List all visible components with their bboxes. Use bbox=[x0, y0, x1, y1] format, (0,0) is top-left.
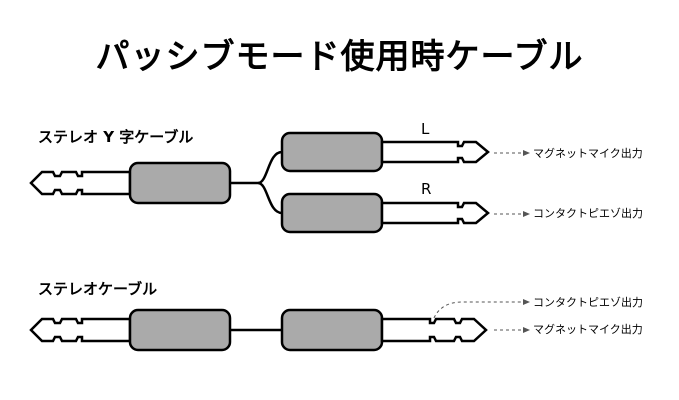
page-title: パッシブモード使用時ケーブル bbox=[95, 37, 584, 77]
channel-right-label: R bbox=[421, 180, 432, 198]
stereo-cable-right-plug-body bbox=[280, 308, 384, 352]
stereo-cable-output-arrows bbox=[433, 301, 524, 331]
y-cable-arrowheads bbox=[523, 150, 530, 217]
y-cable-stereo-plug-body bbox=[128, 161, 232, 205]
stereo-cable-left-plug-body bbox=[128, 308, 232, 352]
mono-plug-left-body bbox=[280, 131, 384, 173]
y-cable-label: ステレオ Y 字ケーブル bbox=[38, 128, 194, 146]
mono-plug-right-body bbox=[280, 192, 384, 234]
stereo-cable-output-tip: マグネットマイク出力 bbox=[533, 323, 643, 336]
y-cable-output-arrows bbox=[494, 152, 524, 215]
y-cable-output-left: マグネットマイク出力 bbox=[533, 147, 643, 160]
y-cable-stereo-plug bbox=[29, 161, 232, 205]
channel-left-label: L bbox=[421, 120, 430, 138]
stereo-cable-arrowheads bbox=[523, 299, 530, 333]
stereo-cable-label: ステレオケーブル bbox=[38, 280, 158, 298]
stereo-cable-left-plug bbox=[29, 308, 232, 352]
y-cable-mono-plug-right bbox=[280, 192, 490, 234]
y-cable-wires bbox=[230, 150, 283, 215]
y-cable-mono-plug-left bbox=[280, 131, 490, 173]
stereo-cable-output-ring: コンタクトピエゾ出力 bbox=[533, 296, 643, 309]
stereo-cable-right-plug bbox=[280, 308, 488, 352]
y-cable-output-right: コンタクトピエゾ出力 bbox=[533, 207, 643, 220]
